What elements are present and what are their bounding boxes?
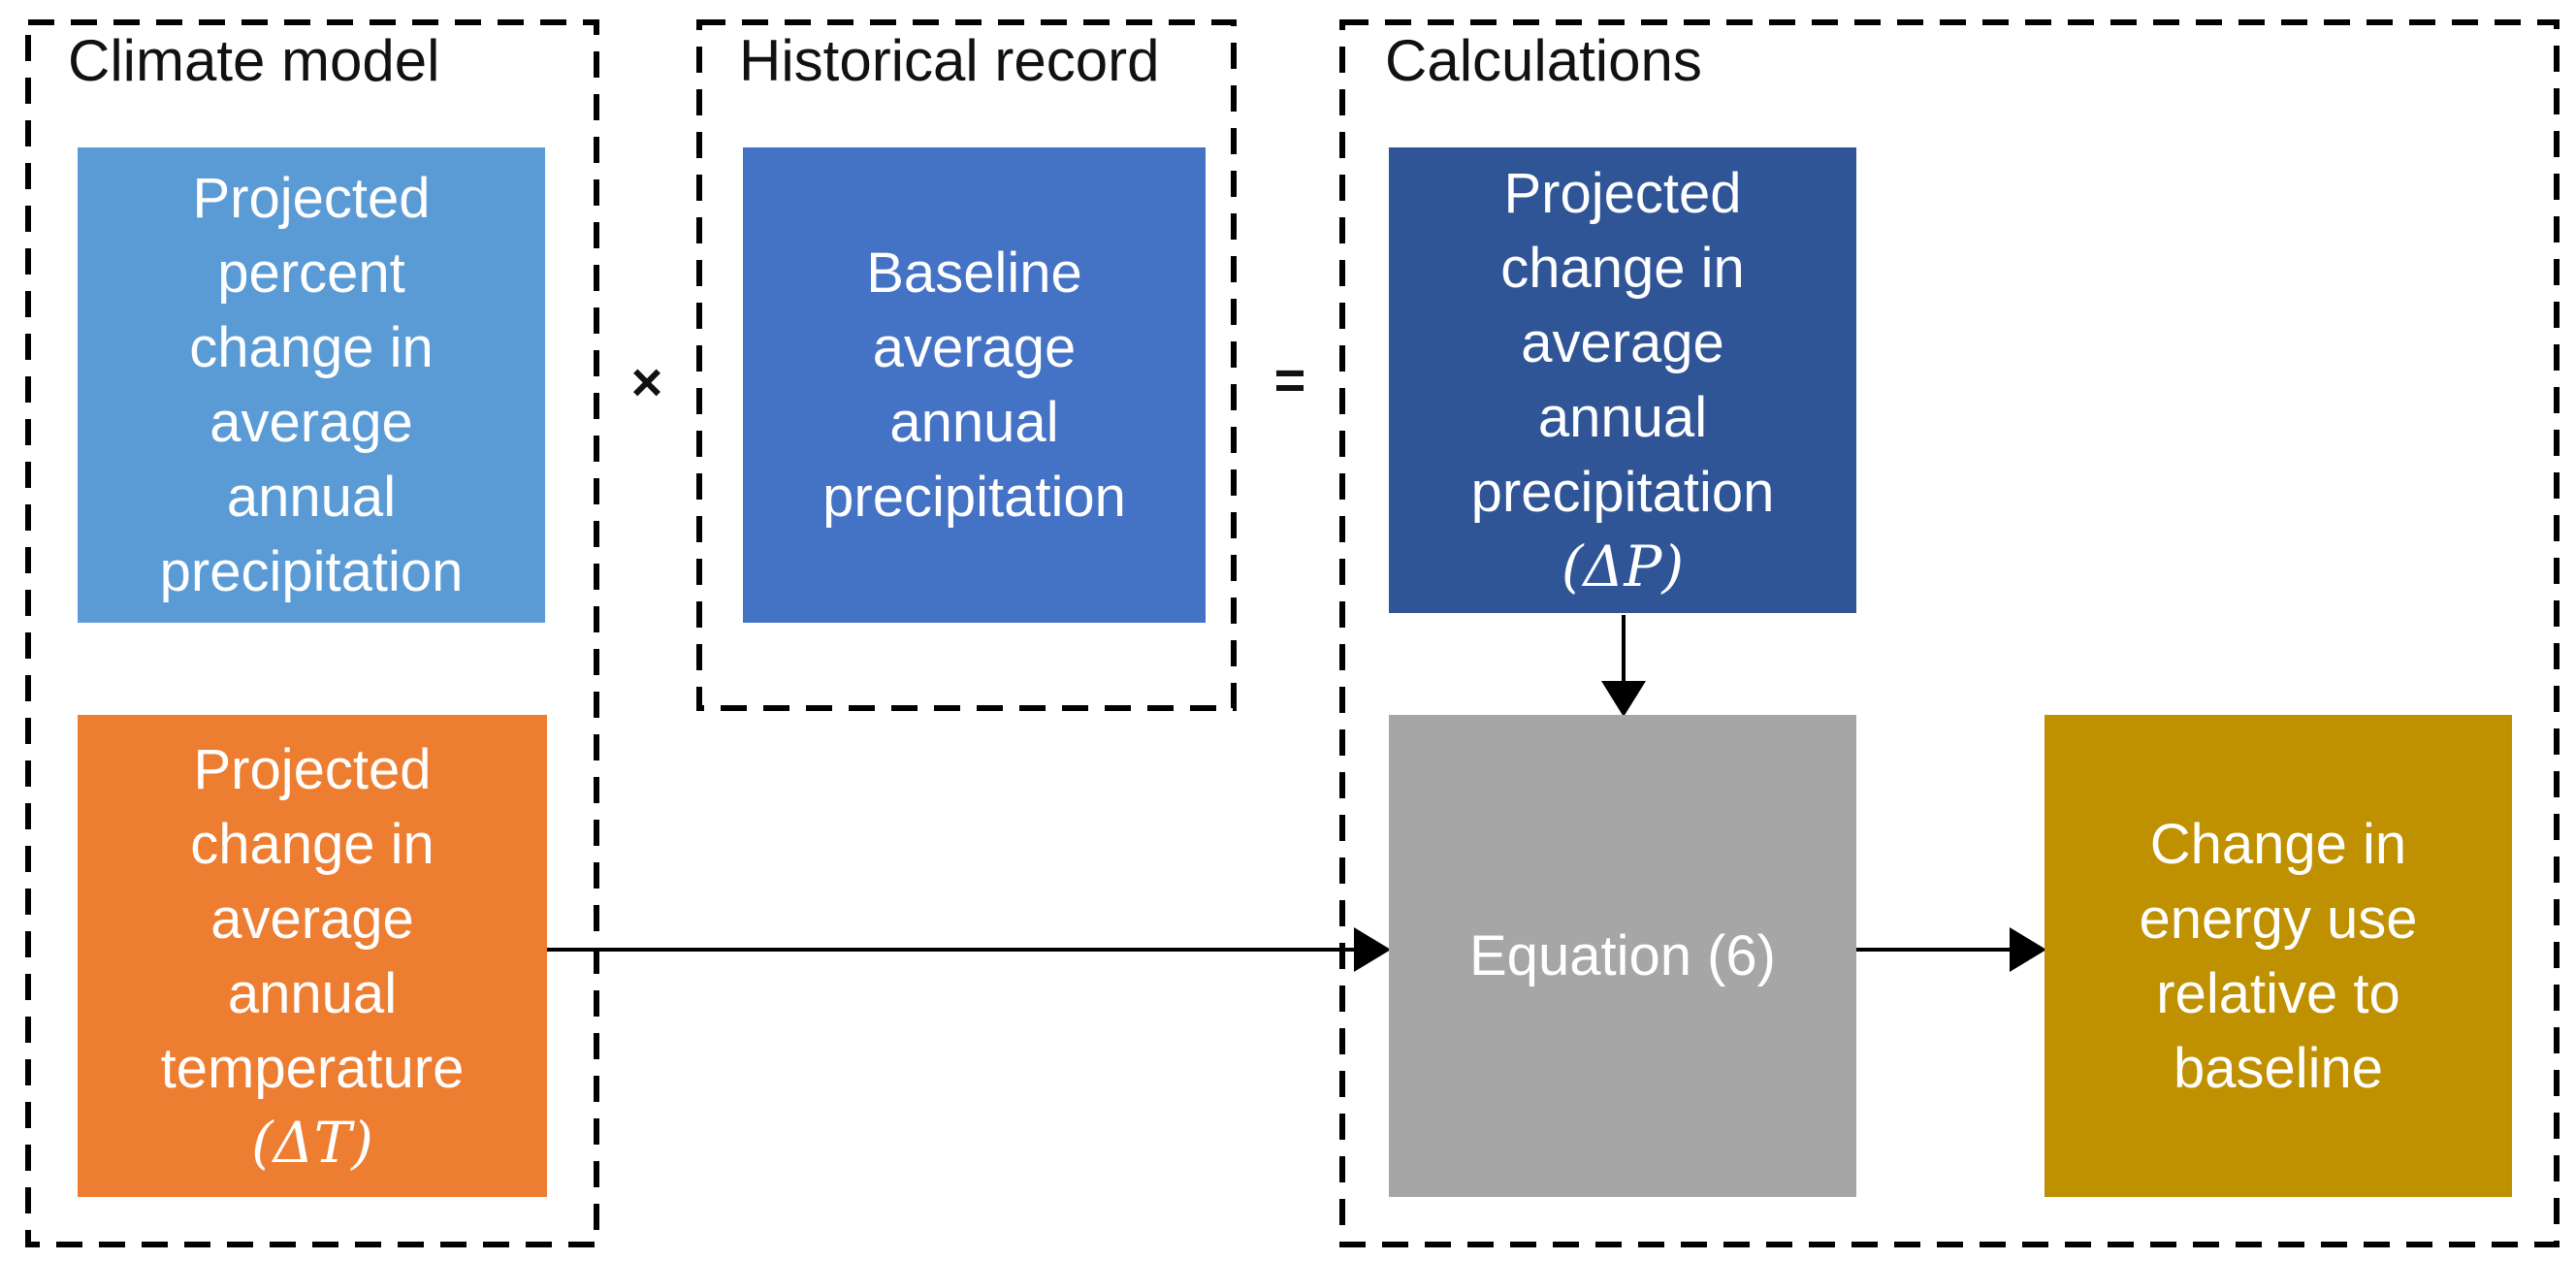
projected-precipitation-change-label: Projected change in average annual preci… (1470, 162, 1775, 524)
delta-p-symbol: (ΔP) (1561, 534, 1685, 599)
equation-box: Equation (6) (1389, 715, 1856, 1197)
historical-record-group-title: Historical record (739, 28, 1160, 93)
arrowhead-icon (2010, 927, 2046, 972)
baseline-precipitation-label: Baseline average annual precipitation (822, 242, 1126, 529)
equation-label: Equation (6) (1469, 924, 1776, 987)
arrowhead-icon (1354, 927, 1391, 972)
projected-percent-precipitation-label: Projected percent change in average annu… (159, 167, 464, 603)
arrow-equation-to-energy (1856, 927, 2046, 972)
arrow-temperature-to-equation (547, 927, 1391, 972)
projected-temperature-box: Projected change in average annual tempe… (78, 715, 547, 1197)
energy-use-change-box: Change in energy use relative to baselin… (2045, 715, 2512, 1197)
baseline-precipitation-box: Baseline average annual precipitation (743, 147, 1206, 623)
delta-t-symbol: (ΔT) (251, 1109, 373, 1176)
projected-percent-precipitation-box: Projected percent change in average annu… (78, 147, 545, 623)
climate-model-group-title: Climate model (68, 28, 440, 93)
multiply-operator: × (630, 351, 663, 412)
calculations-group-title: Calculations (1385, 28, 1702, 93)
projected-temperature-label: Projected change in average annual tempe… (160, 737, 465, 1100)
energy-use-change-label: Change in energy use relative to baselin… (2139, 812, 2418, 1100)
arrowhead-icon (1601, 681, 1646, 717)
projected-precipitation-change-box: Projected change in average annual preci… (1389, 147, 1856, 613)
equals-operator: = (1273, 349, 1306, 410)
arrow-precip-to-equation (1601, 615, 1646, 717)
